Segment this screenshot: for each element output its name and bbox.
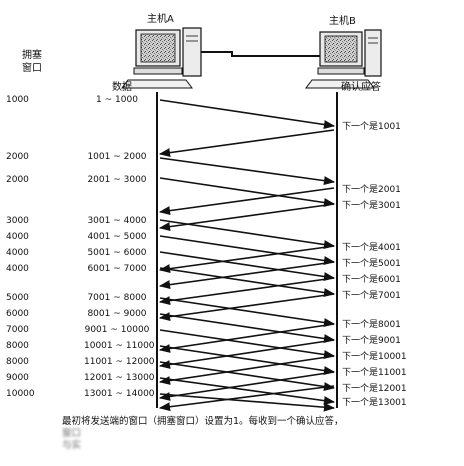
cwnd-value: 4000	[6, 232, 29, 242]
data-segment-arrow	[159, 329, 336, 359]
data-range: 9001 ~ 10000	[84, 325, 150, 335]
caption-line3: 与实	[62, 440, 82, 451]
ack-label: 下一个是2001	[342, 185, 401, 195]
network-cable	[201, 51, 320, 57]
cwnd-value: 7000	[6, 325, 29, 335]
data-range: 11001 ~ 12000	[84, 357, 155, 367]
data-segment-arrow	[159, 313, 336, 343]
cwnd-value: 8000	[6, 357, 29, 367]
ack-label: 下一个是11001	[342, 368, 407, 378]
data-header: 数据	[112, 82, 132, 93]
data-range: 13001 ~ 14000	[84, 389, 155, 399]
caption-line1: 最初将发送端的窗口（拥塞窗口）设置为1。每收到一个确认应答，	[62, 416, 344, 427]
ack-arrow	[158, 385, 335, 412]
cwnd-value: 2000	[6, 152, 29, 162]
computer-icon	[305, 29, 382, 89]
data-range: 3001 ~ 4000	[87, 216, 147, 226]
ack-label: 下一个是7001	[342, 291, 401, 301]
ack-arrow	[158, 277, 335, 306]
ack-label: 下一个是5001	[342, 259, 401, 269]
ack-arrow	[158, 245, 335, 274]
cwnd-value: 10000	[6, 389, 35, 399]
data-range: 2001 ~ 3000	[87, 175, 147, 185]
data-range: 1001 ~ 2000	[87, 152, 147, 162]
ack-label: 下一个是3001	[342, 201, 401, 211]
data-range: 10001 ~ 11000	[84, 341, 155, 351]
caption: 最初将发送端的窗口（拥塞窗口）设置为1。每收到一个确认应答， 窗口 与实	[62, 416, 457, 452]
data-range: 8001 ~ 9000	[87, 309, 147, 319]
data-segment-arrow	[159, 297, 336, 327]
ack-arrow	[158, 293, 335, 322]
computer-icon	[121, 27, 202, 89]
ack-arrow	[158, 355, 335, 385]
cwnd-value: 2000	[6, 175, 29, 185]
cwnd-value: 6000	[6, 309, 29, 319]
data-segment-arrow	[159, 393, 336, 412]
ack-header: 确认应答	[341, 82, 381, 93]
data-range: 6001 ~ 7000	[87, 264, 147, 274]
ack-label: 下一个是4001	[342, 243, 401, 253]
data-segment-arrow	[159, 251, 336, 281]
cwnd-label-line2: 窗口	[22, 63, 42, 74]
data-segment-arrow	[159, 377, 336, 406]
arrow-layer	[158, 99, 336, 412]
ack-label: 下一个是9001	[342, 336, 401, 346]
cwnd-value: 1000	[6, 95, 29, 105]
data-segment-arrow	[159, 235, 336, 265]
cwnd-value: 3000	[6, 216, 29, 226]
cwnd-value: 9000	[6, 373, 29, 383]
data-segment-arrow	[159, 361, 336, 391]
cwnd-value: 4000	[6, 248, 29, 258]
ack-label: 下一个是13001	[342, 398, 407, 408]
ack-label: 下一个是10001	[342, 352, 407, 362]
data-range: 4001 ~ 5000	[87, 232, 147, 242]
ack-arrow	[158, 371, 335, 401]
data-range: 7001 ~ 8000	[87, 293, 147, 303]
data-range: 12001 ~ 13000	[84, 373, 155, 383]
cwnd-value: 4000	[6, 264, 29, 274]
data-segment-arrow	[159, 345, 336, 375]
cwnd-value: 5000	[6, 293, 29, 303]
ack-arrow	[158, 261, 335, 290]
ack-label: 下一个是1001	[342, 122, 401, 132]
data-segment-arrow	[159, 177, 336, 207]
data-range: 5001 ~ 6000	[87, 248, 147, 258]
caption-line2: 窗口	[62, 428, 82, 439]
host-a-label: 主机A	[147, 14, 174, 25]
host-b-label: 主机B	[329, 16, 356, 27]
data-range: 1 ~ 1000	[96, 95, 138, 105]
cwnd-label-line1: 拥塞	[22, 50, 42, 61]
data-segment-arrow	[159, 99, 336, 129]
ack-arrow	[158, 339, 335, 369]
ack-label: 下一个是8001	[342, 320, 401, 330]
ack-label: 下一个是12001	[342, 384, 407, 394]
ack-arrow	[158, 187, 335, 216]
ack-arrow	[158, 129, 335, 158]
data-segment-arrow	[159, 219, 336, 249]
ack-label: 下一个是6001	[342, 275, 401, 285]
ack-arrow	[158, 323, 335, 353]
cwnd-value: 8000	[6, 341, 29, 351]
data-segment-arrow	[159, 267, 336, 297]
data-segment-arrow	[159, 157, 336, 186]
